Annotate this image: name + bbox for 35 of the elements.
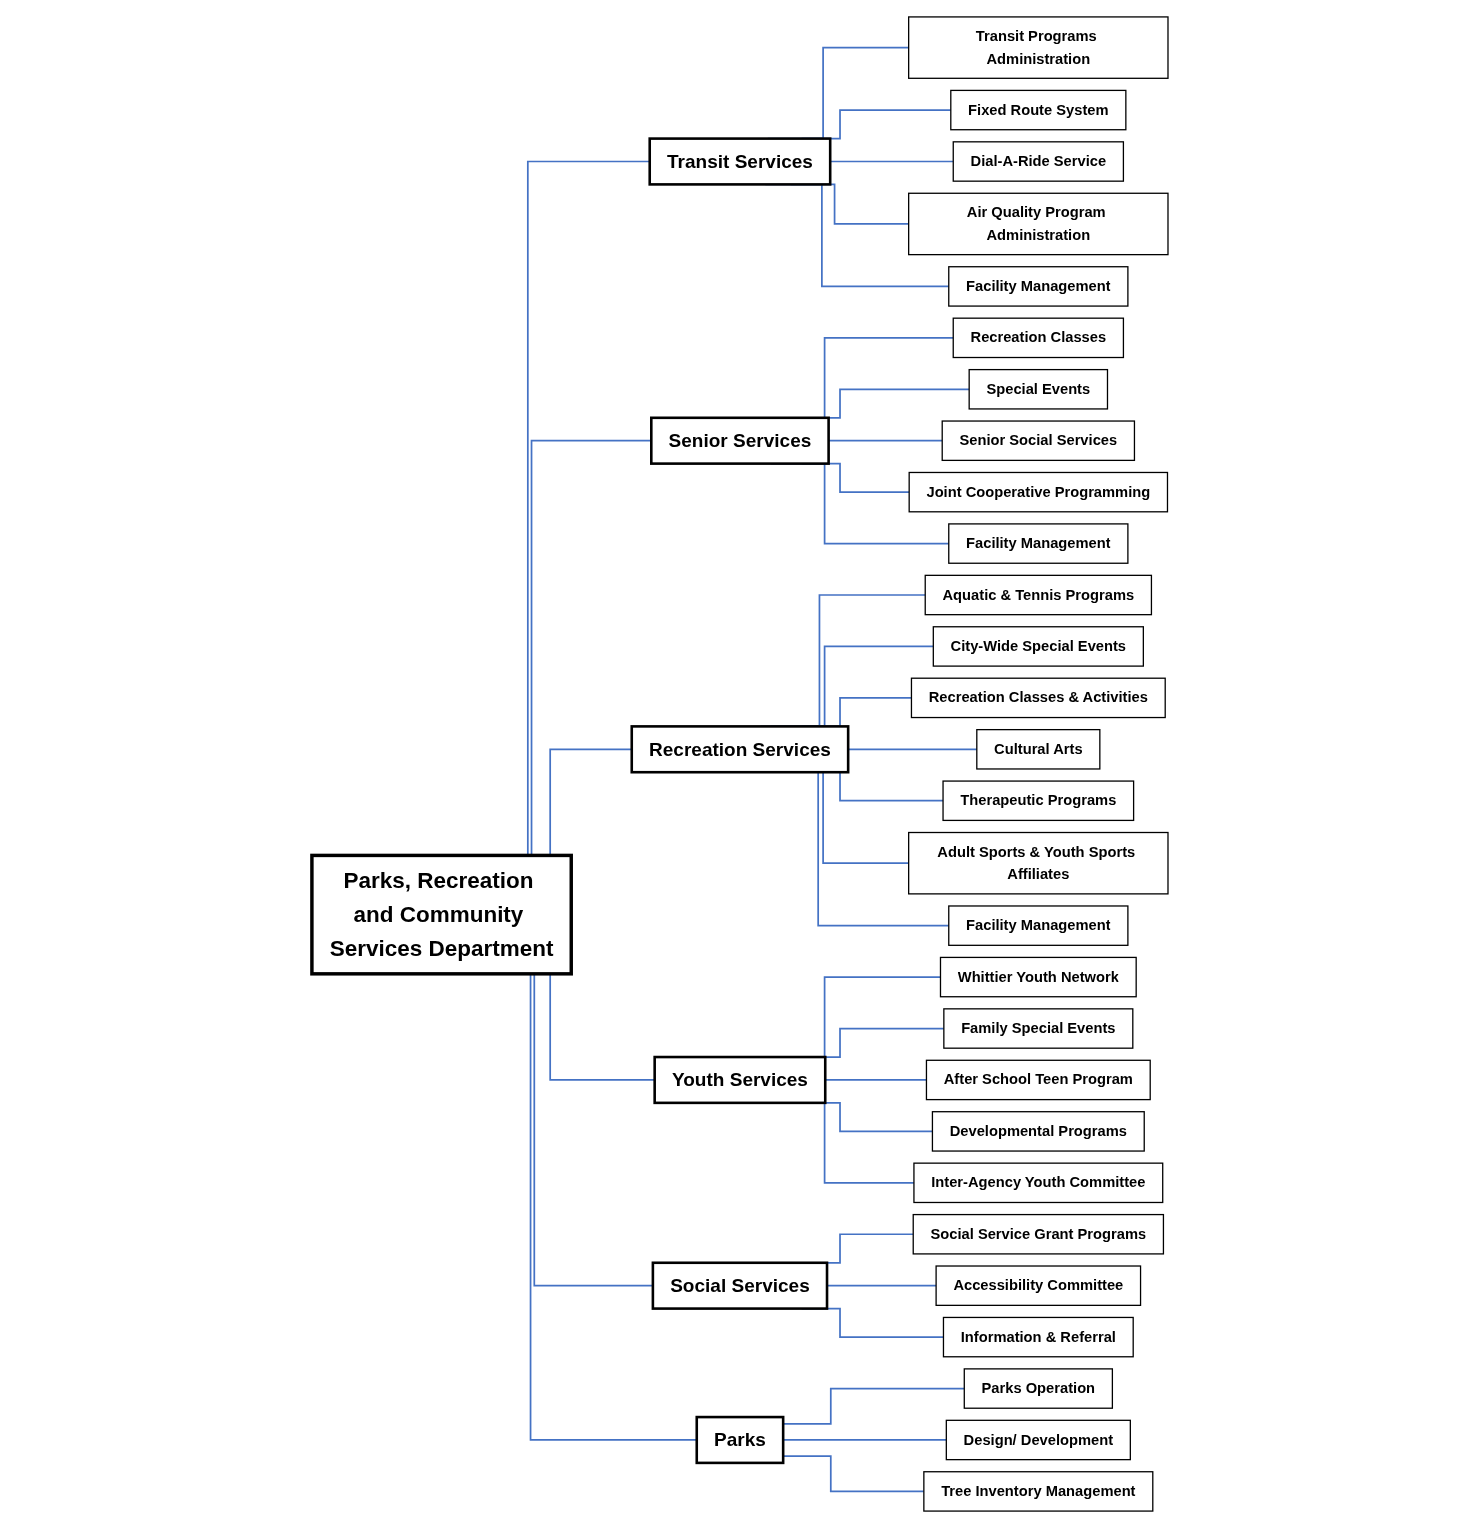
node-box: Facility Management: [948, 523, 1129, 564]
node-box: Transit Services: [648, 137, 832, 186]
node-box: Social Services: [651, 1261, 829, 1310]
node-box: Therapeutic Programs: [942, 780, 1135, 822]
node-box: Cultural Arts: [976, 729, 1101, 770]
node-box: Senior Services: [650, 416, 830, 465]
node-box: Transit Programs Administration: [908, 16, 1169, 79]
node-box: Recreation Services: [630, 725, 850, 774]
node-box: Aquatic & Tennis Programs: [924, 574, 1153, 616]
node-box: Dial-A-Ride Service: [952, 141, 1125, 182]
node-box: Recreation Classes & Activities: [910, 677, 1166, 719]
node-box: Special Events: [968, 368, 1109, 410]
node-box: Youth Services: [653, 1055, 827, 1105]
node-box: Parks Operation: [963, 1368, 1114, 1409]
node-box: Developmental Programs: [931, 1111, 1145, 1152]
node-box: Adult Sports & Youth Sports Affiliates: [908, 831, 1169, 895]
node-box: Air Quality Program Administration: [908, 192, 1169, 256]
node-box: Information & Referral: [942, 1316, 1134, 1358]
node-box: Design/ Development: [945, 1419, 1132, 1461]
node-box: Tree Inventory Management: [923, 1471, 1154, 1512]
node-box: Social Service Grant Programs: [912, 1213, 1165, 1255]
node-box: Accessibility Committee: [935, 1265, 1142, 1306]
node-box: Facility Management: [948, 905, 1129, 946]
node-box: Whittier Youth Network: [939, 956, 1137, 998]
node-box: Recreation Classes: [952, 317, 1125, 359]
node-box: City-Wide Special Events: [932, 626, 1145, 667]
node-box: Senior Social Services: [941, 420, 1136, 461]
node-box: Parks: [695, 1415, 785, 1465]
node-box: Family Special Events: [943, 1008, 1134, 1049]
node-box: Facility Management: [948, 266, 1129, 307]
node-box: Fixed Route System: [950, 89, 1127, 131]
node-box: Joint Cooperative Programming: [908, 471, 1169, 513]
node-box: After School Teen Program: [925, 1059, 1151, 1101]
node-box: Parks, Recreation and Community Services Department: [310, 853, 573, 976]
node-box: Inter-Agency Youth Committee: [913, 1162, 1164, 1204]
